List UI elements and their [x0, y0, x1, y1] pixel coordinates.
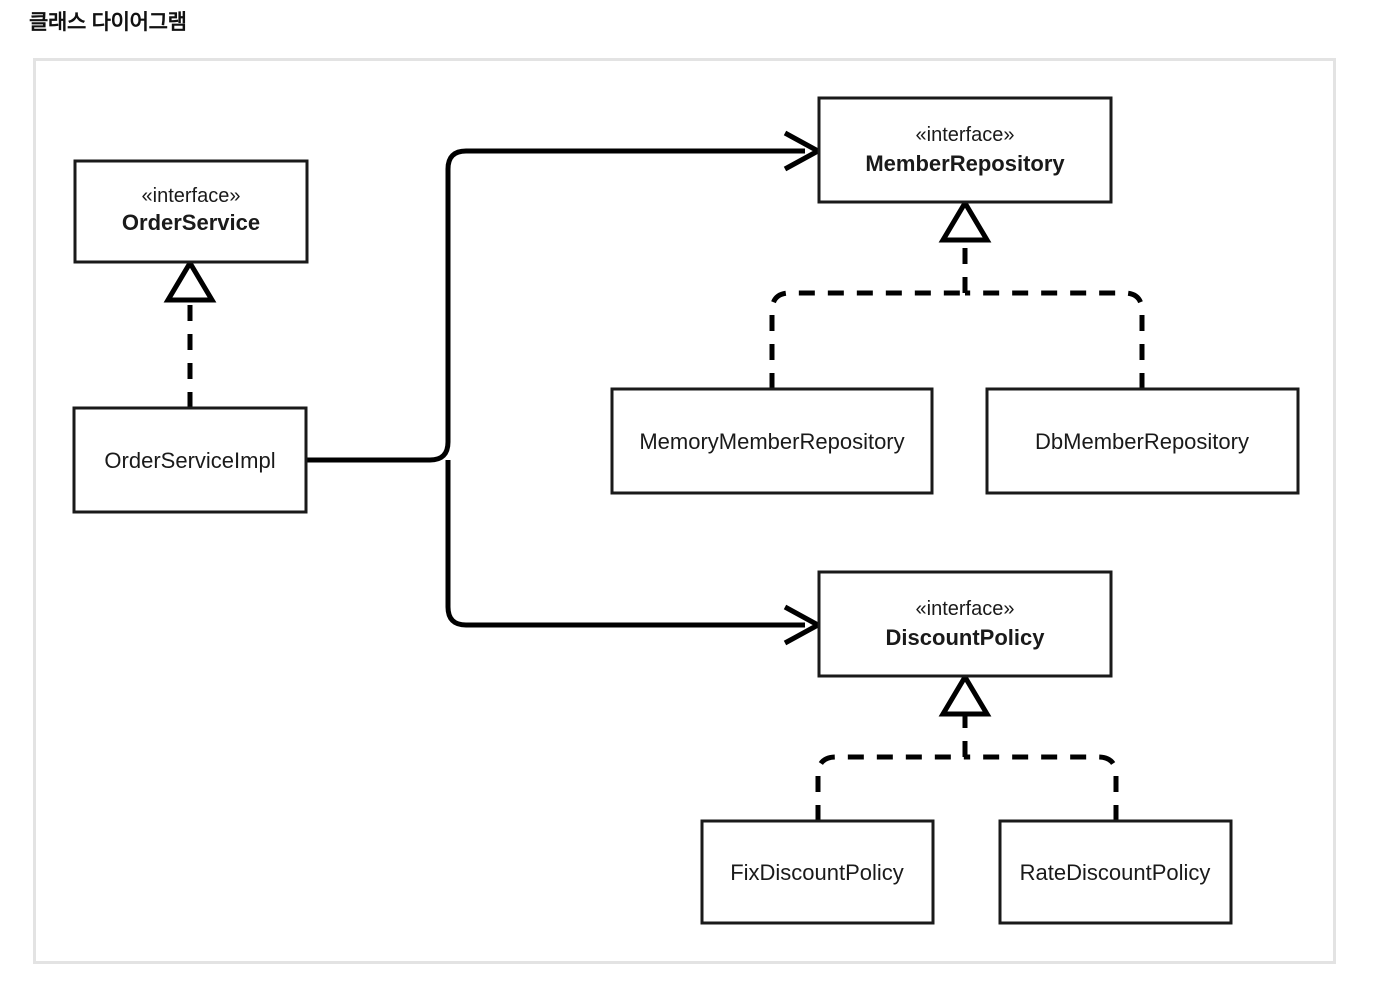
uml-class-name: DiscountPolicy	[886, 625, 1046, 650]
uml-box-border	[817, 570, 1113, 678]
uml-stereotype-label: «interface»	[916, 598, 1015, 620]
realization-line	[769, 290, 965, 389]
uml-node-order-service-impl[interactable]: OrderServiceImpl	[72, 406, 308, 514]
uml-class-name: OrderServiceImpl	[104, 448, 275, 473]
edge-layer: MemberRepository : association (routed, …	[163, 130, 1145, 821]
uml-node-memory-member-repository[interactable]: MemoryMemberRepository	[610, 387, 934, 495]
realization-line	[965, 754, 1119, 821]
uml-class-name: FixDiscountPolicy	[730, 860, 904, 885]
uml-node-discount-policy[interactable]: «interface» DiscountPolicy	[817, 570, 1113, 678]
uml-node-member-repository[interactable]: «interface» MemberRepository	[817, 96, 1113, 204]
uml-box-border	[73, 159, 309, 264]
realization-line	[965, 290, 1145, 389]
edge-rate-realizes-discount-policy[interactable]	[965, 754, 1119, 821]
edge-member-repository-realization-head	[938, 198, 992, 293]
uml-class-name: OrderService	[122, 210, 260, 235]
edge-impl-realizes-order-service[interactable]	[163, 258, 217, 408]
uml-class-name: MemoryMemberRepository	[639, 429, 904, 454]
edge-db-realizes-member-repository[interactable]	[965, 290, 1145, 389]
uml-node-rate-discount-policy[interactable]: RateDiscountPolicy	[998, 819, 1233, 925]
edge-discount-policy-realization-head	[938, 672, 992, 757]
edge-fix-realizes-discount-policy[interactable]	[815, 754, 965, 821]
hollow-triangle-arrowhead	[938, 672, 992, 717]
uml-node-db-member-repository[interactable]: DbMemberRepository	[985, 387, 1300, 495]
uml-class-name: MemberRepository	[865, 151, 1065, 176]
uml-box-border	[72, 406, 308, 514]
uml-class-name: DbMemberRepository	[1035, 429, 1249, 454]
association-line	[445, 460, 805, 628]
uml-box-border	[985, 387, 1300, 495]
uml-stereotype-label: «interface»	[916, 124, 1015, 146]
uml-box-border	[700, 819, 935, 925]
uml-node-fix-discount-policy[interactable]: FixDiscountPolicy	[700, 819, 935, 925]
hollow-triangle-arrowhead	[163, 258, 217, 303]
hollow-triangle-arrowhead	[938, 198, 992, 243]
page-title: 클래스 다이어그램	[29, 11, 187, 34]
uml-box-border	[817, 96, 1113, 204]
uml-class-name: RateDiscountPolicy	[1020, 860, 1211, 885]
uml-box-border	[998, 819, 1233, 925]
uml-node-order-service[interactable]: «interface» OrderService	[73, 159, 309, 264]
uml-box-border	[610, 387, 934, 495]
uml-stereotype-label: «interface»	[142, 185, 241, 207]
association-line	[306, 148, 805, 463]
edge-memory-realizes-member-repository[interactable]	[769, 290, 965, 389]
realization-line	[815, 754, 965, 821]
node-layer: «interface» OrderService OrderServiceImp…	[72, 96, 1300, 925]
